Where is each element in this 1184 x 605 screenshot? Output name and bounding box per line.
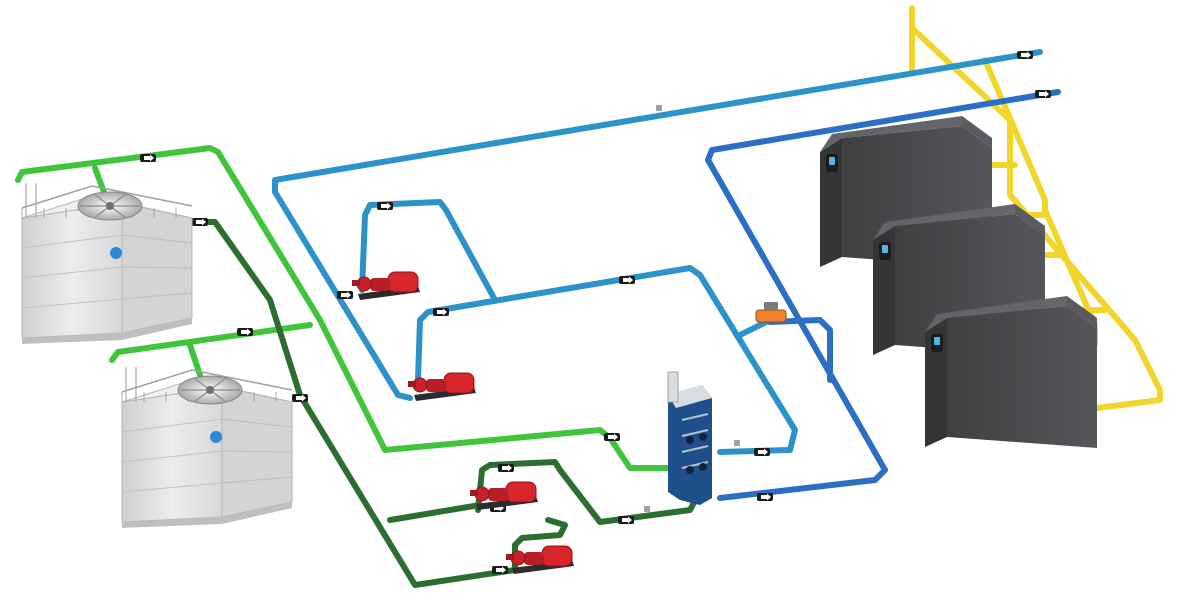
sensor-tags bbox=[644, 105, 740, 512]
cyan-pipe-group bbox=[272, 49, 1043, 455]
cyan-pump-loop-upper bbox=[359, 199, 498, 303]
flow-arrows bbox=[140, 51, 1051, 574]
control-panel-icon bbox=[879, 242, 891, 260]
heat-pump-units bbox=[820, 116, 1097, 448]
dark-green-pump-upper bbox=[475, 459, 701, 525]
flow-arrow-icon bbox=[604, 433, 620, 441]
pump-icon bbox=[443, 372, 475, 394]
pump-3[interactable] bbox=[470, 481, 538, 510]
control-valve[interactable] bbox=[755, 302, 787, 323]
flow-arrow-icon bbox=[1017, 51, 1033, 59]
exchanger-port-icon bbox=[699, 463, 707, 471]
pump-1[interactable] bbox=[352, 271, 420, 300]
flow-arrow-icon bbox=[619, 276, 635, 284]
flow-arrow-icon bbox=[237, 328, 253, 336]
sensor-icon bbox=[656, 105, 662, 111]
blue-pipe-group bbox=[705, 89, 1061, 501]
valve-icon bbox=[755, 309, 787, 323]
pump-2[interactable] bbox=[408, 372, 476, 401]
sensor-icon bbox=[734, 440, 740, 446]
sensor-icon bbox=[644, 506, 650, 512]
control-panel-icon bbox=[826, 154, 838, 172]
green-tower-1-header bbox=[15, 145, 693, 471]
flow-arrow-icon bbox=[337, 291, 353, 299]
green-tower-2-riser bbox=[187, 342, 203, 378]
flow-arrow-icon bbox=[292, 394, 308, 402]
logo-badge-icon bbox=[210, 431, 222, 443]
flow-arrow-icon bbox=[377, 202, 393, 210]
flow-arrow-icon bbox=[498, 464, 514, 472]
blue-branch-valve bbox=[767, 317, 833, 383]
flow-arrow-icon bbox=[1035, 90, 1051, 98]
logo-badge-icon bbox=[110, 247, 122, 259]
flow-arrow-icon bbox=[433, 308, 449, 316]
flow-arrow-icon bbox=[192, 218, 208, 226]
control-panel-icon bbox=[931, 334, 943, 352]
dark-green-tower-1-return bbox=[192, 219, 518, 588]
heat-pump-unit-3[interactable] bbox=[925, 296, 1097, 448]
fan-icon bbox=[177, 375, 243, 405]
fan-icon bbox=[77, 191, 143, 221]
cyan-pump-loop-lower bbox=[415, 265, 798, 455]
flow-arrow-icon bbox=[618, 516, 634, 524]
flow-arrow-icon bbox=[140, 154, 156, 162]
pump-icon bbox=[541, 545, 573, 567]
pumps bbox=[352, 271, 574, 574]
exchanger-port-icon bbox=[686, 466, 694, 474]
pump-icon bbox=[387, 271, 419, 293]
flow-arrow-icon bbox=[757, 493, 773, 501]
flow-arrow-icon bbox=[492, 566, 508, 574]
cooling-tower-1[interactable] bbox=[21, 183, 193, 344]
exchanger-port-icon bbox=[686, 436, 694, 444]
pump-4[interactable] bbox=[506, 545, 574, 574]
dark-green-pump-lower bbox=[512, 517, 568, 573]
cooling-tower-2[interactable] bbox=[121, 367, 293, 528]
cooling-towers bbox=[21, 183, 293, 528]
dark-green-cross bbox=[387, 502, 483, 523]
plate-heat-exchanger[interactable] bbox=[667, 371, 712, 505]
cyan-main-header bbox=[272, 49, 1043, 401]
green-tower-1-riser bbox=[92, 165, 108, 198]
blue-main-header bbox=[705, 89, 1061, 501]
flow-arrow-icon bbox=[754, 448, 770, 456]
dark-green-pipe-group bbox=[192, 219, 701, 588]
exchanger-port-icon bbox=[699, 433, 707, 441]
pump-icon bbox=[505, 481, 537, 503]
